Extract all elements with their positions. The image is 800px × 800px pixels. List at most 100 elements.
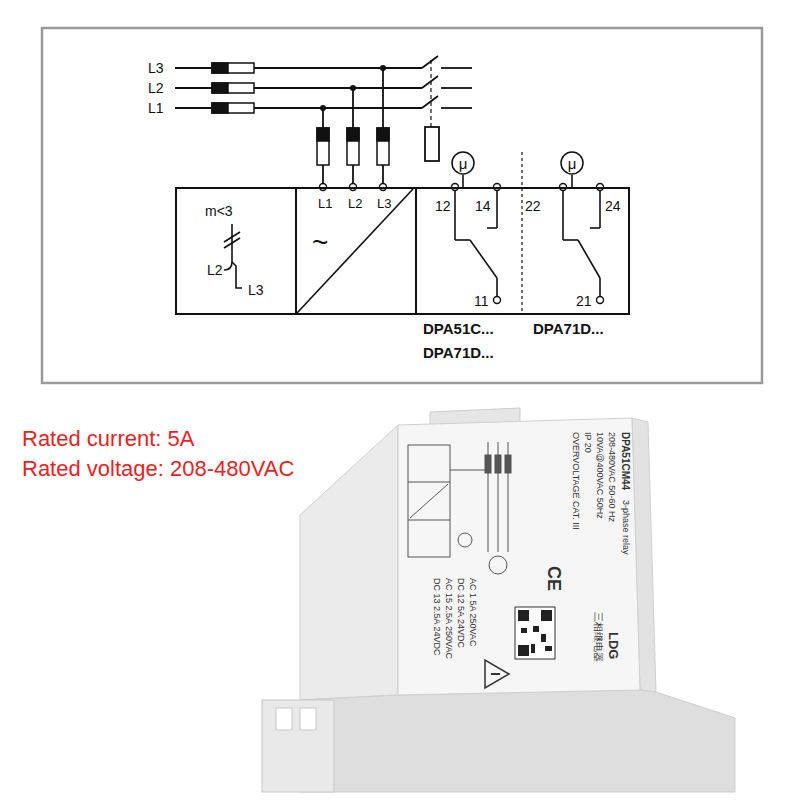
line-label: L3	[148, 61, 164, 75]
contact-blade	[422, 56, 438, 68]
terminal-label: L1	[318, 197, 332, 210]
contact-wire	[496, 278, 498, 297]
fuse-symbol	[212, 83, 254, 93]
mini-relay-symbol	[458, 533, 472, 547]
fuse-symbol	[212, 103, 254, 113]
qr-code-block	[518, 645, 529, 656]
junction-dots	[320, 65, 386, 111]
contact-wire	[455, 239, 470, 241]
contact-wire	[599, 190, 601, 228]
contact-blade	[578, 240, 600, 278]
mini-schematic	[408, 442, 511, 574]
terminal-label: ~	[312, 229, 328, 257]
circle-outline	[452, 152, 474, 174]
qr-code-block	[541, 610, 552, 621]
terminal-label: m<3	[205, 204, 233, 218]
rating-text: DC 12 5A 24VDC	[456, 578, 465, 648]
coil-wire	[571, 175, 573, 187]
line-label: L1	[148, 101, 164, 115]
terminal-dot	[597, 297, 604, 304]
terminal-label: 11	[474, 294, 489, 308]
qr-code-frame	[515, 607, 555, 659]
mini-fuse	[495, 455, 501, 473]
terminal-label: L2	[348, 197, 362, 210]
contactor-coil	[425, 127, 439, 161]
contact-wire	[496, 190, 498, 228]
qr-code-block	[521, 628, 527, 633]
supply-lines	[175, 56, 472, 184]
device-text: 10VA@400VAC 50Hz	[595, 432, 604, 519]
terminal-label: 12	[435, 199, 451, 213]
terminal-label: 21	[576, 294, 592, 308]
clip-slot	[300, 708, 316, 730]
mini-schematic-line	[408, 520, 450, 521]
terminal-label: 24	[605, 199, 621, 213]
contact-wire	[487, 227, 497, 229]
model-label: DPA51C...	[423, 321, 494, 336]
device-text: 3-phase relay	[621, 500, 630, 555]
device-label-sticker	[398, 418, 640, 695]
device-front-face	[300, 690, 735, 792]
fuses	[212, 63, 389, 165]
converter-diagonal	[297, 189, 413, 313]
fuse-symbol	[377, 128, 389, 141]
contact-blade	[422, 96, 438, 108]
rating-text: AC 1 5A 250VAC	[468, 578, 477, 646]
fuse-symbol	[317, 128, 329, 141]
drop-wire	[382, 68, 384, 184]
warning-triangle	[485, 660, 509, 688]
device-text: OVERVOLTAGE CAT. III	[571, 432, 580, 530]
relay-internals	[224, 152, 600, 315]
mini-schematic-box	[408, 445, 450, 557]
converter-box: ~L1L2L3	[295, 187, 417, 315]
coil-wire	[462, 175, 464, 187]
contact-wire	[454, 190, 456, 240]
relay-device-photo	[262, 408, 735, 792]
contact-wire	[590, 227, 600, 229]
diagram-frame	[42, 28, 762, 383]
mini-schematic-line	[408, 482, 450, 483]
fuse-symbol	[212, 63, 254, 73]
terminal-label: 22	[525, 199, 541, 213]
circle-outline	[561, 152, 583, 174]
device-text: 208-480VAC 50-60 Hz	[607, 432, 616, 522]
qr-code-block	[541, 634, 546, 642]
phase-line	[441, 67, 472, 69]
fuse-symbol	[212, 63, 228, 73]
rating-text: DC 13 2.5A 24VDC	[432, 578, 441, 656]
clip-slot	[276, 708, 292, 730]
phase-line	[441, 87, 472, 89]
fuse-symbol	[377, 128, 389, 165]
coil-symbol: μ	[568, 156, 577, 171]
contact-wire	[562, 190, 564, 240]
qr-code-block	[518, 610, 529, 621]
fuse-symbol	[212, 103, 228, 113]
brand-logo: LDG	[607, 632, 620, 659]
fuse-symbol	[347, 128, 359, 165]
contact-blade	[422, 76, 438, 88]
contact-box: 22 24 21	[522, 187, 630, 315]
phase-sequence-symbol	[224, 262, 232, 270]
contact-wire	[563, 239, 578, 241]
terminal-label: 14	[475, 199, 491, 213]
ce-mark: CE	[545, 566, 563, 591]
model-label: DPA71D...	[533, 321, 604, 336]
relay-coil-circle: μ	[451, 151, 475, 175]
phase-sequence-symbol	[224, 238, 240, 248]
device-text: IP 20	[583, 432, 592, 453]
line-label: L2	[148, 81, 164, 95]
junction-dot	[350, 85, 356, 91]
terminal-dot	[494, 297, 501, 304]
din-rail-clip	[262, 700, 334, 792]
fuse-symbol	[347, 128, 359, 141]
phase-sequence-symbol	[232, 262, 242, 288]
qr-code-block	[533, 626, 539, 632]
spec-note: Rated voltage: 208-480VAC	[22, 458, 294, 480]
qr-code-block	[531, 644, 535, 653]
mini-fuse	[505, 455, 511, 473]
relay-coil-circle: μ	[560, 151, 584, 175]
mini-schematic-line	[450, 470, 488, 471]
mini-schematic-line	[410, 484, 448, 518]
